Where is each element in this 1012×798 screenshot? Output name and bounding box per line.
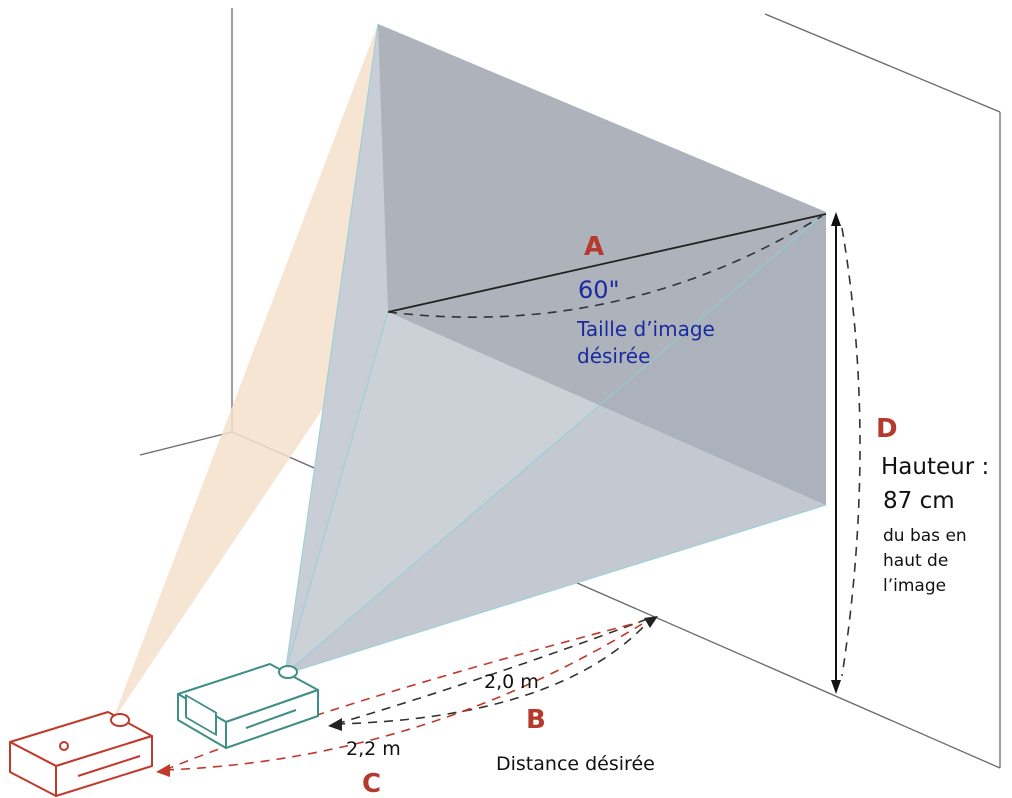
distance-far-arc (164, 623, 643, 771)
beam-edge-bl (284, 311, 389, 675)
diagonal-caption-line2: désirée (577, 344, 650, 368)
far-projector-lens (110, 713, 130, 727)
label-b: B (526, 705, 546, 735)
near-projector-icon (177, 663, 319, 749)
distance-arcs (164, 617, 651, 771)
far-projector-icon (9, 711, 153, 797)
label-a: A (584, 232, 604, 262)
floor-back-line (139, 431, 233, 456)
height-dimension (831, 212, 861, 694)
near-projector-vent (245, 709, 297, 729)
screen-wall-top-line (764, 13, 1001, 113)
far-projector-vent (77, 755, 141, 777)
distance-near: 2,0 m (484, 671, 539, 693)
diagonal-value: 60" (578, 276, 620, 304)
diagonal-line (387, 213, 827, 313)
label-c: C (362, 769, 381, 798)
height-arrow-bottom-icon (831, 680, 841, 694)
beam-edges (284, 23, 827, 675)
height-caption-line3: l’image (883, 576, 946, 596)
far-projector-button (59, 741, 69, 751)
distance-target-arrow-icon (644, 616, 658, 628)
beam-edge-tl (284, 23, 379, 675)
beam-edge-tr (284, 211, 827, 675)
near-projector-lens (278, 665, 298, 679)
distance-near-arc-lower (335, 619, 651, 725)
diagonal-dashed-arc (387, 215, 823, 318)
height-value: 87 cm (883, 488, 955, 514)
distance-near-arrow-icon (328, 718, 342, 731)
beam-edge-br (284, 504, 827, 675)
height-caption-line1: du bas en (883, 526, 967, 546)
distance-far-arc-upper (164, 621, 641, 771)
distance-far-arrow-icon (156, 764, 170, 777)
height-dashed-arc (841, 227, 861, 677)
height-arrow-top-icon (831, 212, 841, 226)
far-beam (112, 24, 388, 722)
height-caption-line2: haut de (883, 551, 948, 571)
distance-near-arc (335, 617, 651, 725)
far-projector-side (55, 735, 153, 797)
distance-caption: Distance désirée (496, 753, 655, 775)
distance-far: 2,2 m (346, 738, 401, 760)
near-projector-window (185, 694, 217, 736)
label-d: D (876, 414, 898, 444)
height-title: Hauteur : (881, 454, 989, 480)
diagonal-caption-line1: Taille d’image (576, 317, 715, 341)
